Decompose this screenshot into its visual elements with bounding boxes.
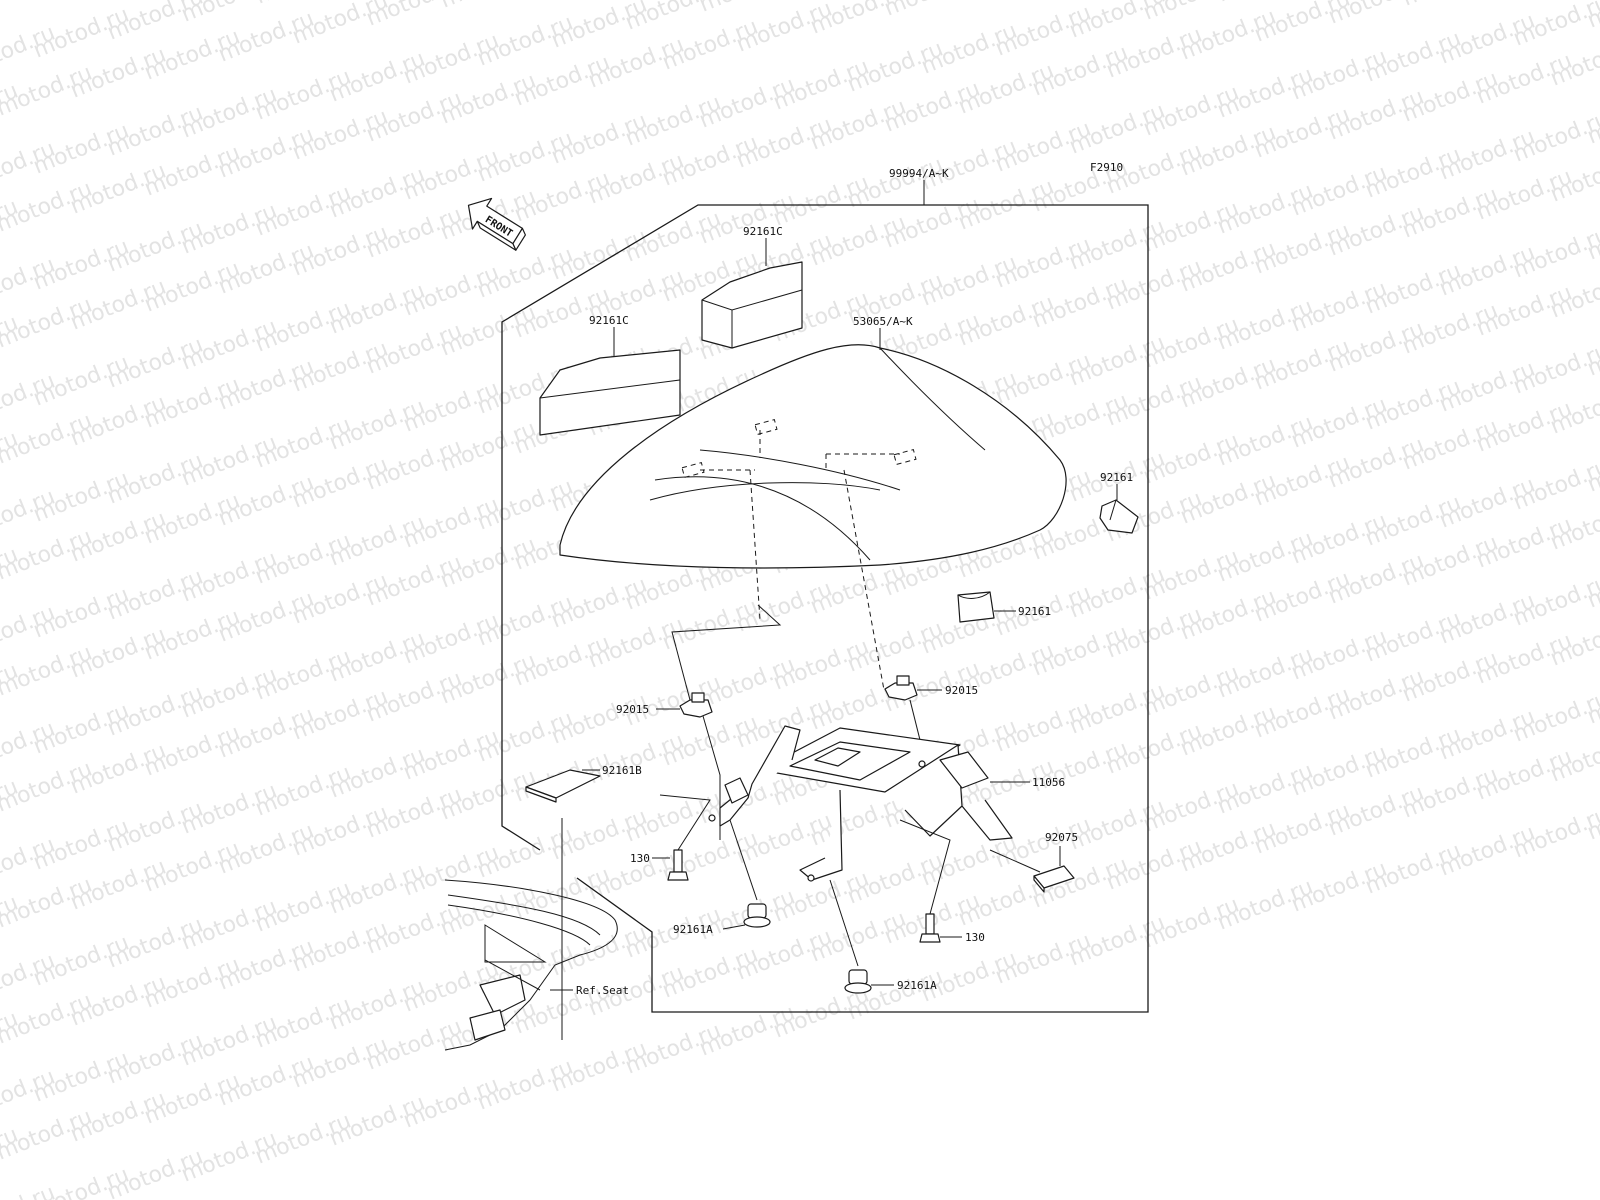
label-pad-92075: 92075 <box>1045 831 1078 844</box>
figure-code: F2910 <box>1090 161 1123 174</box>
bolt-left-guide <box>659 794 711 851</box>
watermark-text: motod.ru <box>881 0 984 22</box>
label-pad-right-upper: 92161 <box>1100 471 1133 484</box>
label-pad-c-left: 92161C <box>589 314 629 327</box>
assembly-frame <box>501 204 1149 1013</box>
damper-92161a-right <box>844 969 872 994</box>
damper-left-leader <box>722 924 746 930</box>
label-cover: 53065/A~K <box>853 315 913 328</box>
pad-92075-guide <box>989 849 1041 873</box>
label-pad-c-right: 92161C <box>743 225 783 238</box>
label-damper-right: 92161A <box>897 979 937 992</box>
label-bracket: 11056 <box>1032 776 1065 789</box>
bracket-11056 <box>708 725 1013 882</box>
reference-seat <box>444 879 618 1051</box>
bolt-right-guide <box>899 819 951 915</box>
pad-92161c-right <box>701 261 803 349</box>
fastener-mark-icon <box>681 461 705 479</box>
pad-92161c-left <box>539 349 681 436</box>
label-clip-left: 92015 <box>616 703 649 716</box>
bolt-130-left <box>667 849 689 881</box>
label-bolt-right: 130 <box>965 931 985 944</box>
watermark-text: motod.ru <box>0 0 96 6</box>
label-pad-b: 92161B <box>602 764 642 777</box>
watermark-text: motod.ru <box>437 0 540 14</box>
pad-92161b <box>525 769 601 803</box>
seat-cover <box>559 344 1067 691</box>
damper-left-guide <box>729 819 758 901</box>
pad-92161-upper <box>1099 499 1139 534</box>
damper-92161a-left <box>743 903 771 928</box>
fastener-mark-icon <box>893 448 917 466</box>
clip-92015-right <box>884 675 918 701</box>
label-assembly: 99994/A~K <box>889 167 949 180</box>
pad-92075 <box>1033 865 1075 893</box>
damper-right-guide <box>829 879 859 967</box>
label-bolt-left: 130 <box>630 852 650 865</box>
pad-92161-mid <box>957 591 995 623</box>
fastener-mark-icon <box>754 418 778 436</box>
guide-line-left <box>671 604 782 701</box>
label-ref-seat: Ref.Seat <box>576 984 629 997</box>
watermark-text: motod.ru <box>1399 0 1502 12</box>
label-clip-right: 92015 <box>945 684 978 697</box>
watermark-text: motod.ru <box>955 0 1058 4</box>
label-damper-left: 92161A <box>673 923 713 936</box>
watermark-text: motod.ru <box>1510 0 1600 52</box>
label-pad-right-mid: 92161 <box>1018 605 1051 618</box>
